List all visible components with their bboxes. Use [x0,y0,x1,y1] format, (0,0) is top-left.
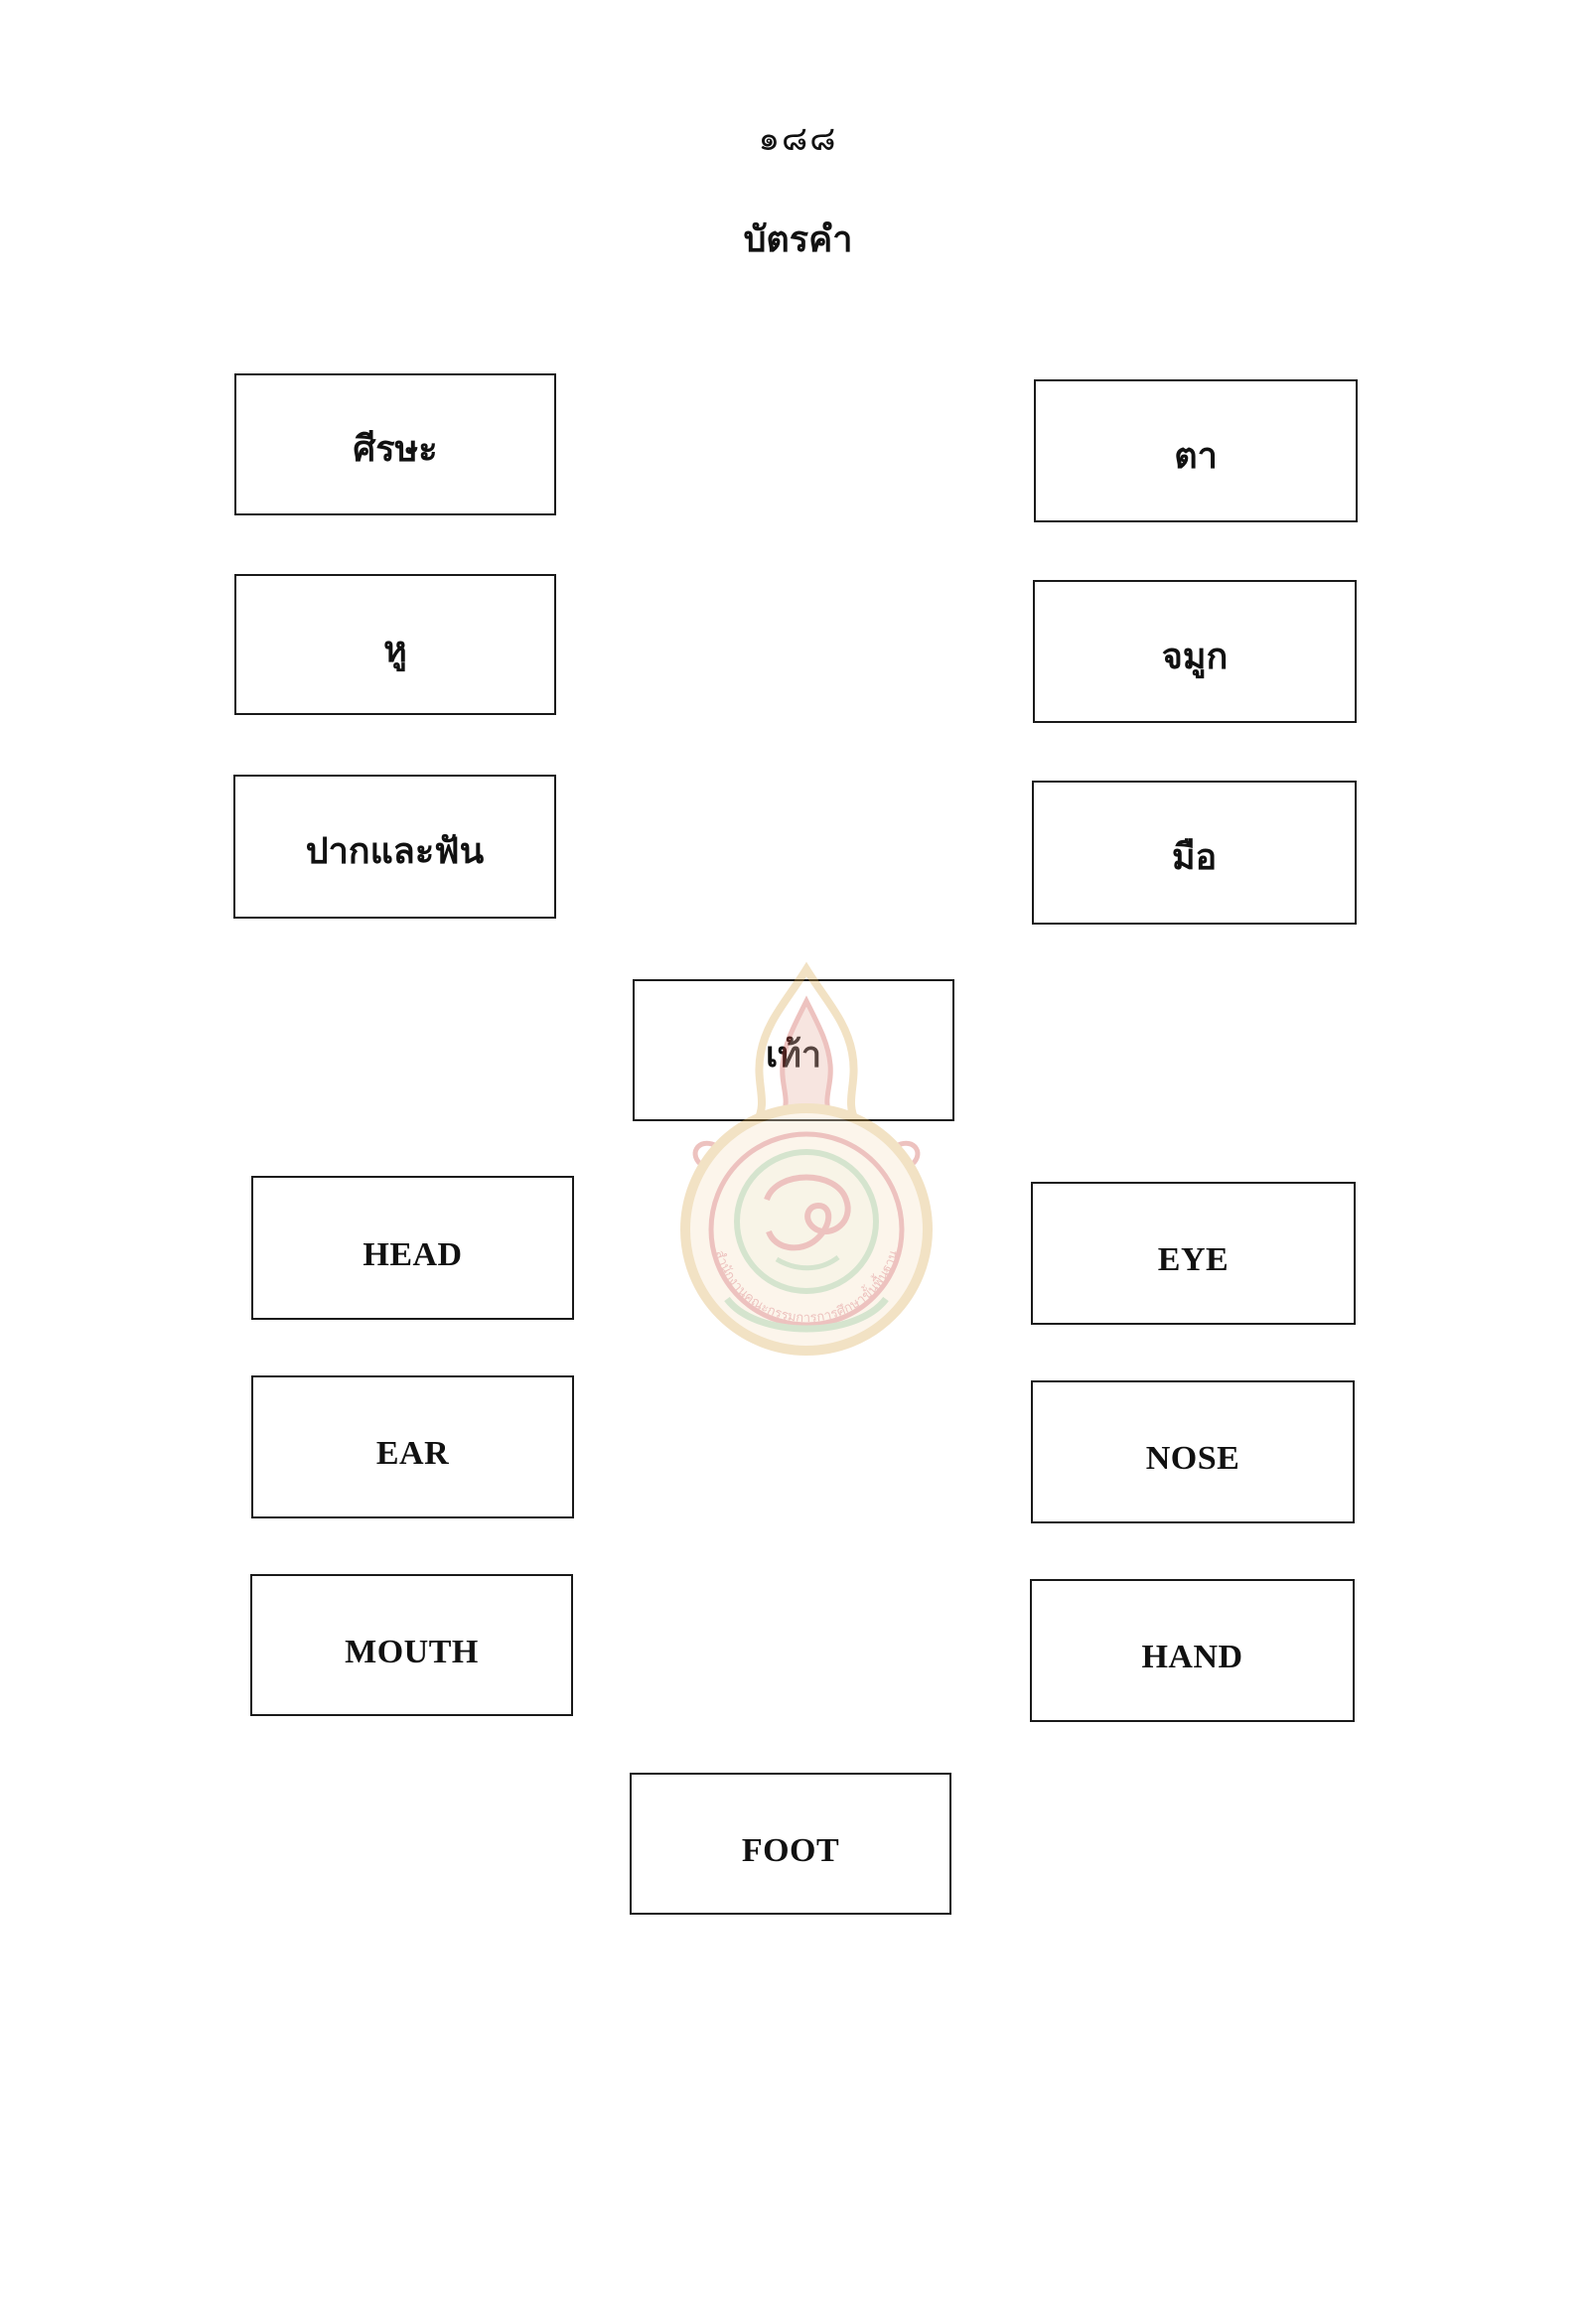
card-eng-hand: HAND [1030,1579,1355,1722]
card-label: หู [383,629,407,670]
card-label: EAR [375,1435,450,1472]
card-label: เท้า [765,1035,822,1076]
card-label: FOOT [741,1831,840,1869]
card-thai-head: ศีรษะ [234,373,556,515]
card-eng-mouth: MOUTH [250,1574,573,1716]
page-title: บัตรคำ [743,219,853,260]
card-eng-nose: NOSE [1031,1380,1355,1523]
card-label: HEAD [363,1235,463,1273]
card-label: MOUTH [345,1633,479,1670]
card-thai-eye: ตา [1034,379,1358,522]
card-label: EYE [1157,1241,1230,1278]
card-label: จมูก [1161,636,1229,677]
card-eng-eye: EYE [1031,1182,1356,1325]
card-label: HAND [1141,1639,1243,1675]
card-thai-mouth: ปากและฟัน [233,775,556,919]
card-eng-head: HEAD [251,1176,574,1320]
card-label: ศีรษะ [353,429,438,470]
card-label: ปากและฟัน [305,831,485,872]
card-thai-hand: มือ [1032,781,1357,925]
card-eng-ear: EAR [251,1375,574,1518]
page-number: ๑๘๘ [758,119,838,159]
card-label: NOSE [1145,1440,1240,1477]
card-thai-ear: หู [234,574,556,715]
seal-arc-text: สำนักงานคณะกรรมการการศึกษาขั้นพื้นฐาน [711,1248,901,1326]
card-label: ตา [1174,435,1218,477]
card-label: มือ [1171,837,1218,878]
card-thai-foot: เท้า [633,979,954,1121]
svg-text:สำนักงานคณะกรรมการการศึกษาขั้น: สำนักงานคณะกรรมการการศึกษาขั้นพื้นฐาน [711,1248,901,1326]
card-thai-nose: จมูก [1033,580,1357,723]
card-eng-foot: FOOT [630,1773,951,1915]
